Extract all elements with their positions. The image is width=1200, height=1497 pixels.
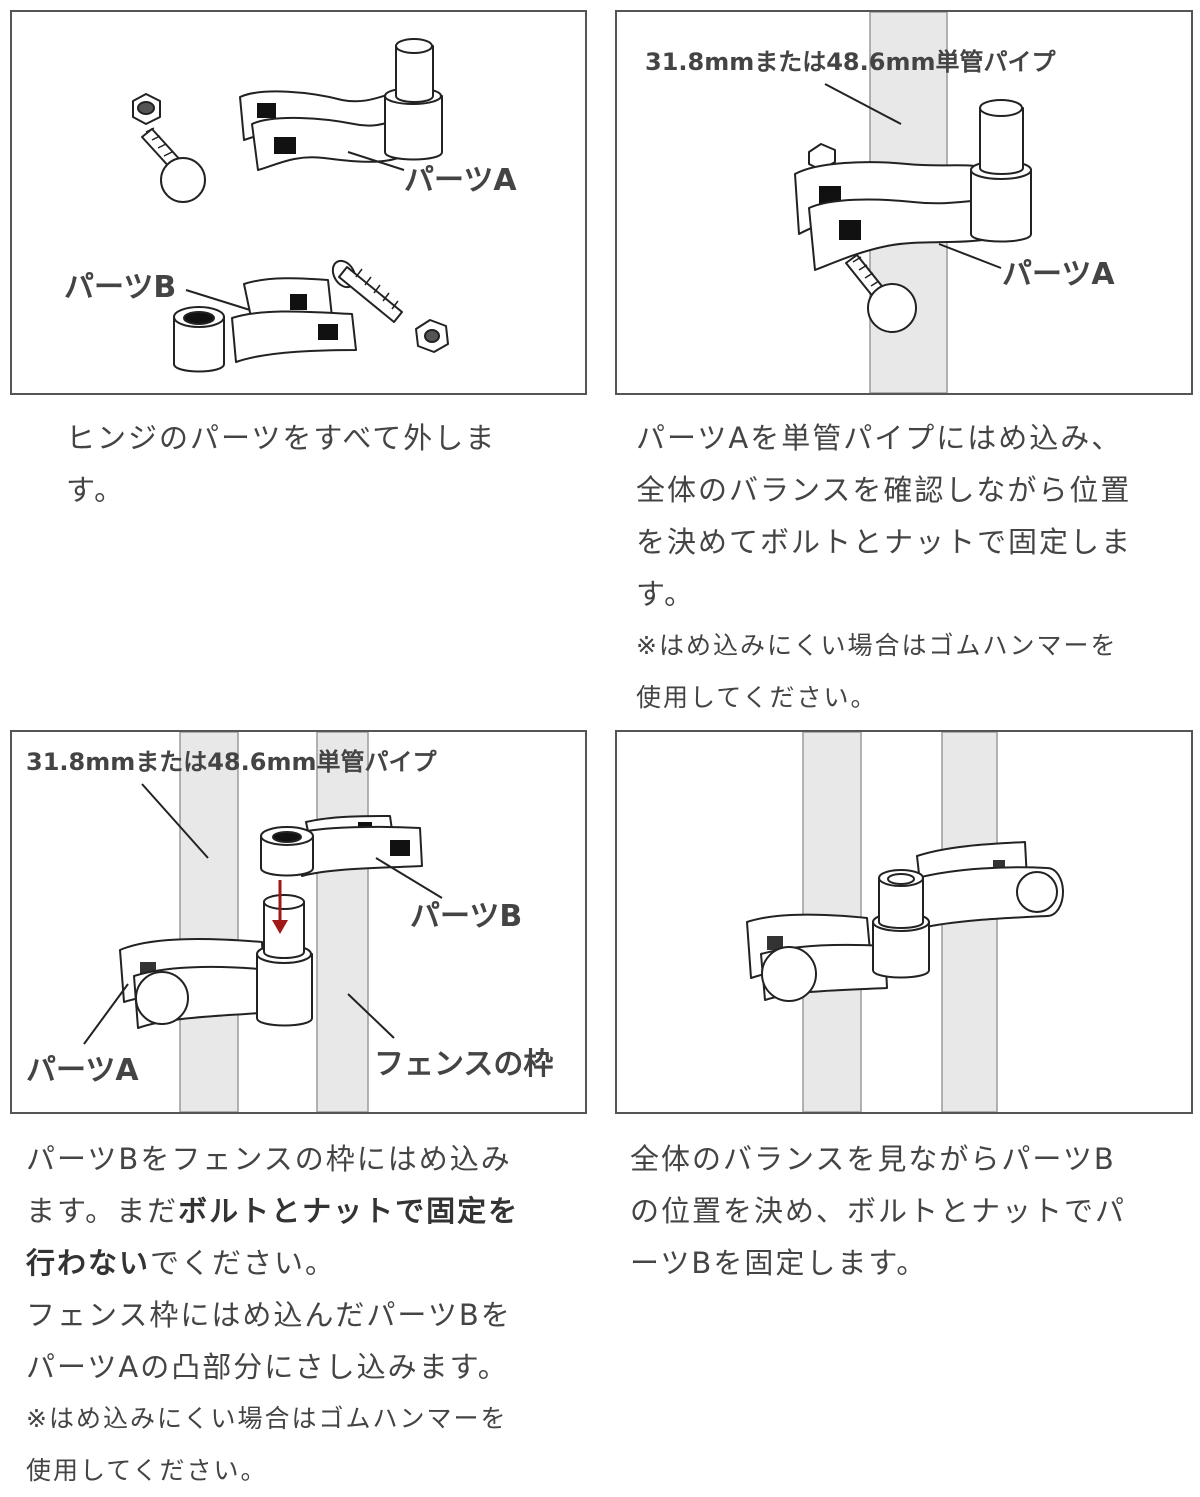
caption-line: ます。まだボルトとナットで固定を xyxy=(26,1185,586,1237)
step2-illustration-panel: 31.8mmまたは48.6mm単管パイプ パーツA xyxy=(615,10,1193,395)
part-a-leader-line xyxy=(938,243,1002,269)
part-a-label: パーツA xyxy=(26,1053,139,1088)
insert-arrow-icon xyxy=(272,880,288,934)
step3-part-b-on-fence-illustration: 31.8mmまたは48.6mm単管パイプ パーツB パーツA フェンスの枠 xyxy=(26,732,553,1112)
caption-line: パーツAの凸部分にさし込みます。 xyxy=(26,1350,509,1384)
caption-line: を決めてボルトとナットで固定しま xyxy=(636,525,1133,559)
caption-line: 全体のバランスを確認しながら位置 xyxy=(636,473,1132,507)
pipe-label: 31.8mmまたは48.6mm単管パイプ xyxy=(645,48,1056,76)
caption-line: 全体のバランスを見ながらパーツB xyxy=(630,1142,1116,1176)
part-a-label: パーツA xyxy=(404,163,517,198)
step1-illustration-panel: パーツA パーツB xyxy=(10,10,587,395)
caption-line: パーツBをフェンスの枠にはめ込み xyxy=(26,1142,512,1176)
part-b-label: パーツB xyxy=(64,270,176,305)
caption-emphasis: ボルトとナットで固定を xyxy=(178,1194,520,1228)
part-a-leader-line xyxy=(83,983,129,1045)
pipe-label: 31.8mmまたは48.6mm単管パイプ xyxy=(26,748,437,776)
fence-frame-label: フェンスの枠 xyxy=(374,1047,553,1082)
part-a-leader-line xyxy=(347,151,405,171)
pipe-leader-line xyxy=(824,83,902,125)
step1-hinge-parts-illustration: パーツA パーツB xyxy=(64,38,517,373)
single-pipe xyxy=(179,732,239,1112)
note-line: 使用してください。 xyxy=(26,1456,268,1485)
step2-part-a-on-pipe-illustration: 31.8mmまたは48.6mm単管パイプ パーツA xyxy=(645,12,1115,393)
note-line: ※はめ込みにくい場合はゴムハンマーを xyxy=(26,1404,508,1433)
step2-caption: パーツAを単管パイプにはめ込み、 全体のバランスを確認しながら位置 を決めてボル… xyxy=(636,412,1196,724)
caption-emphasis: 行わない xyxy=(26,1246,151,1280)
caption-line: フェンス枠にはめ込んだパーツBを xyxy=(26,1298,512,1332)
step3-caption: パーツBをフェンスの枠にはめ込み ます。まだボルトとナットで固定を 行わないでく… xyxy=(26,1133,586,1497)
caption-line: ーツBを固定します。 xyxy=(630,1246,928,1280)
note-line: ※はめ込みにくい場合はゴムハンマーを xyxy=(636,631,1118,660)
part-b-leader-line xyxy=(375,857,443,899)
part-b-label: パーツB xyxy=(410,899,522,934)
step3-illustration-panel: 31.8mmまたは48.6mm単管パイプ パーツB パーツA フェンスの枠 xyxy=(10,730,587,1114)
caption-text: ます。まだ xyxy=(26,1194,179,1228)
step1-caption: ヒンジのパーツをすべて外しま す。 xyxy=(66,412,576,516)
part-b-leader-line xyxy=(185,289,251,311)
step4-assembled-hinge-illustration xyxy=(746,732,1064,1112)
caption-line: ヒンジのパーツをすべて外しま xyxy=(66,421,497,455)
caption-line: す。 xyxy=(636,577,696,611)
pipe-leader-line xyxy=(141,783,209,859)
step4-caption: 全体のバランスを見ながらパーツB の位置を決め、ボルトとナットでパ ーツBを固定… xyxy=(630,1133,1190,1289)
fence-frame-leader-line xyxy=(347,993,395,1039)
caption-line: 行わないでください。 xyxy=(26,1237,586,1289)
fence-frame xyxy=(316,732,369,1112)
caption-line: の位置を決め、ボルトとナットでパ xyxy=(630,1194,1127,1228)
note-line: 使用してください。 xyxy=(636,683,878,712)
step4-illustration-panel xyxy=(615,730,1193,1114)
caption-line: パーツAを単管パイプにはめ込み、 xyxy=(636,421,1123,455)
caption-text: でください。 xyxy=(150,1246,337,1280)
part-a-label: パーツA xyxy=(1002,257,1115,292)
caption-line: す。 xyxy=(66,473,126,507)
